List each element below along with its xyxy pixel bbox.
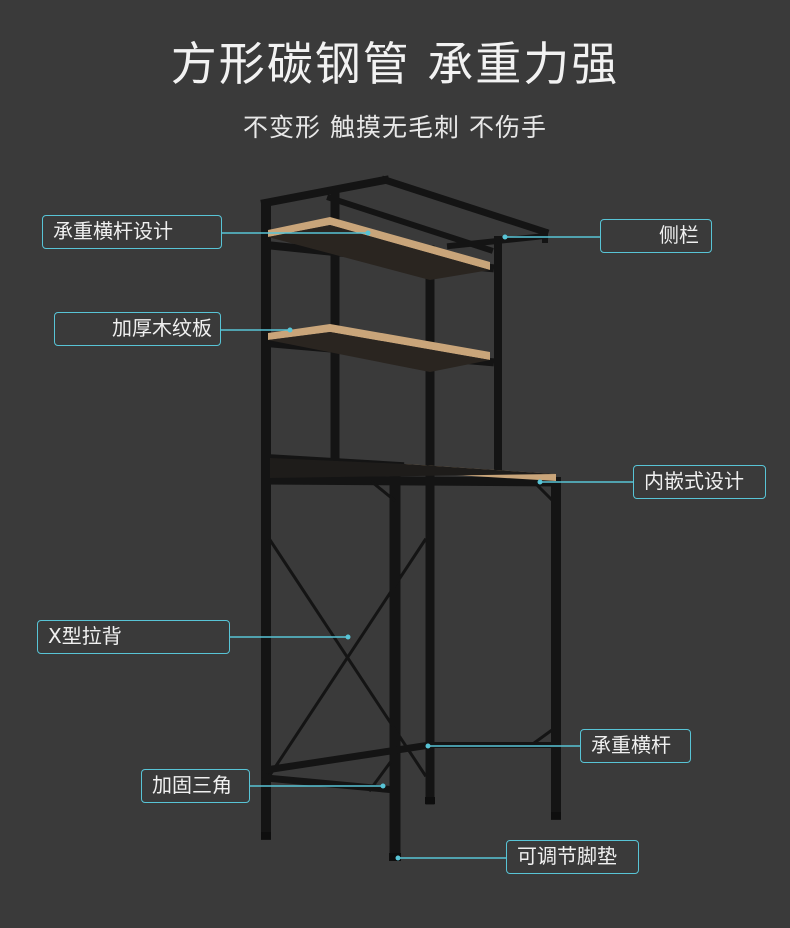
mid-frame-bar <box>261 475 561 487</box>
leader-dot <box>425 743 431 749</box>
triangle-brace <box>367 757 395 793</box>
wood-board-1-top <box>268 225 490 280</box>
bottom-back-bar <box>262 741 434 774</box>
callout-adjustable-foot-pad: 可调节脚垫 <box>506 840 639 874</box>
callout-x-back: X型拉背 <box>37 620 230 654</box>
leader-dot <box>365 230 371 236</box>
page-title: 方形碳钢管 承重力强 <box>170 37 620 91</box>
triangle-brace-top-right <box>532 480 555 503</box>
callout-side-rail: 侧栏 <box>600 219 712 253</box>
callout-thick-wood-board: 加厚木纹板 <box>54 312 221 346</box>
leader-dot <box>502 234 508 240</box>
leader-dot <box>345 634 351 640</box>
wood-board-3-top <box>270 458 556 478</box>
foot-pad-1 <box>261 832 271 839</box>
foot-pad-3 <box>425 797 435 804</box>
wood-board-2-top <box>268 332 490 372</box>
leader-dot <box>395 855 401 861</box>
top-back-bar <box>260 175 390 208</box>
callout-crossbar-design: 承重横杆设计 <box>42 215 222 249</box>
callout-embedded-design: 内嵌式设计 <box>633 465 766 499</box>
top-inner-bar <box>326 194 494 254</box>
top-side-bar <box>380 175 550 237</box>
callout-reinforced-triangle: 加固三角 <box>141 769 250 803</box>
leader-dot <box>537 479 543 485</box>
leader-dot <box>287 327 293 333</box>
triangle-brace-top <box>369 479 397 503</box>
foot-pad-2 <box>389 853 401 861</box>
page-subtitle: 不变形 触摸无毛刺 不伤手 <box>243 113 547 142</box>
bottom-front-bar <box>262 774 399 794</box>
triangle-brace-right <box>527 727 555 749</box>
foot-pad-4 <box>551 812 561 819</box>
callout-crossbar: 承重横杆 <box>580 729 691 763</box>
x-brace-b <box>267 537 428 778</box>
leader-dot <box>380 783 386 789</box>
